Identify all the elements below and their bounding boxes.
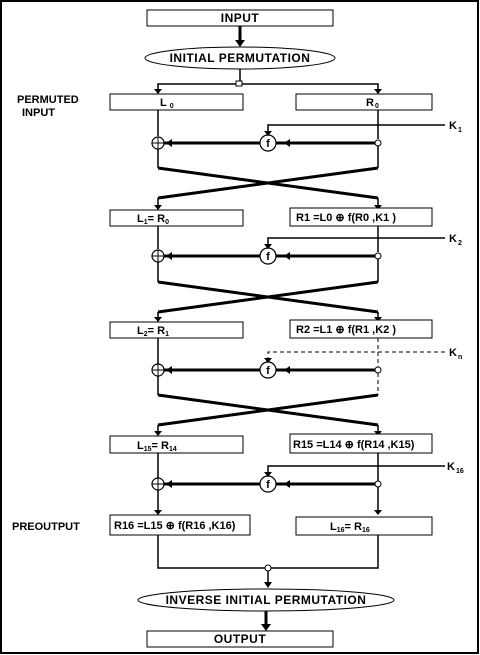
inverse-permutation-label: INVERSE INITIAL PERMUTATION (166, 593, 367, 607)
r1-box (289, 207, 433, 227)
r2-label: R2 =L1 ⊕ f(R1 ,K2 ) (296, 324, 396, 336)
r15-label: R15 =L14 ⊕ f(R14 ,K15) (293, 439, 415, 451)
preoutput-label: PREOUTPUT (12, 521, 80, 533)
permuted-label: PERMUTED (17, 94, 79, 106)
l2-box (109, 321, 244, 339)
input-label: INPUT (221, 11, 260, 25)
l16-box (295, 516, 433, 536)
l1-label: L1= R0 (137, 213, 169, 226)
l16-label: L16= R16 (330, 521, 370, 534)
svg-text:f: f (266, 365, 270, 377)
svg-text:f: f (266, 479, 270, 491)
l2-label: L2= R1 (137, 325, 169, 338)
l15-box (109, 435, 244, 454)
r16-label: R16 =L15 ⊕ f(R16 ,K16) (114, 520, 236, 532)
output-label: OUTPUT (214, 632, 267, 646)
l15-label: L15= R14 (137, 440, 177, 453)
svg-text:f: f (266, 251, 270, 263)
output-box (146, 630, 334, 648)
r1-label: R1 =L0 ⊕ f(R0 ,K1 ) (296, 212, 396, 224)
split-node (235, 80, 243, 87)
k1-label: K1 (449, 120, 462, 134)
l1-box (109, 209, 244, 227)
r16-box (109, 514, 251, 536)
r2-box (289, 319, 433, 339)
input-arrowhead (235, 40, 245, 47)
r0-label: R0 (366, 97, 379, 110)
input-side-label: INPUT (22, 107, 55, 119)
merge-node (264, 564, 272, 572)
r0-box (295, 93, 433, 111)
k16-label: K16 (447, 461, 464, 475)
svg-text:f: f (266, 138, 270, 150)
initial-permutation-label: INITIAL PERMUTATION (170, 51, 311, 65)
k2-label: K2 (449, 233, 462, 247)
r15-box (289, 433, 433, 454)
l0-box (109, 93, 244, 111)
kn-label: Kn (449, 347, 462, 361)
